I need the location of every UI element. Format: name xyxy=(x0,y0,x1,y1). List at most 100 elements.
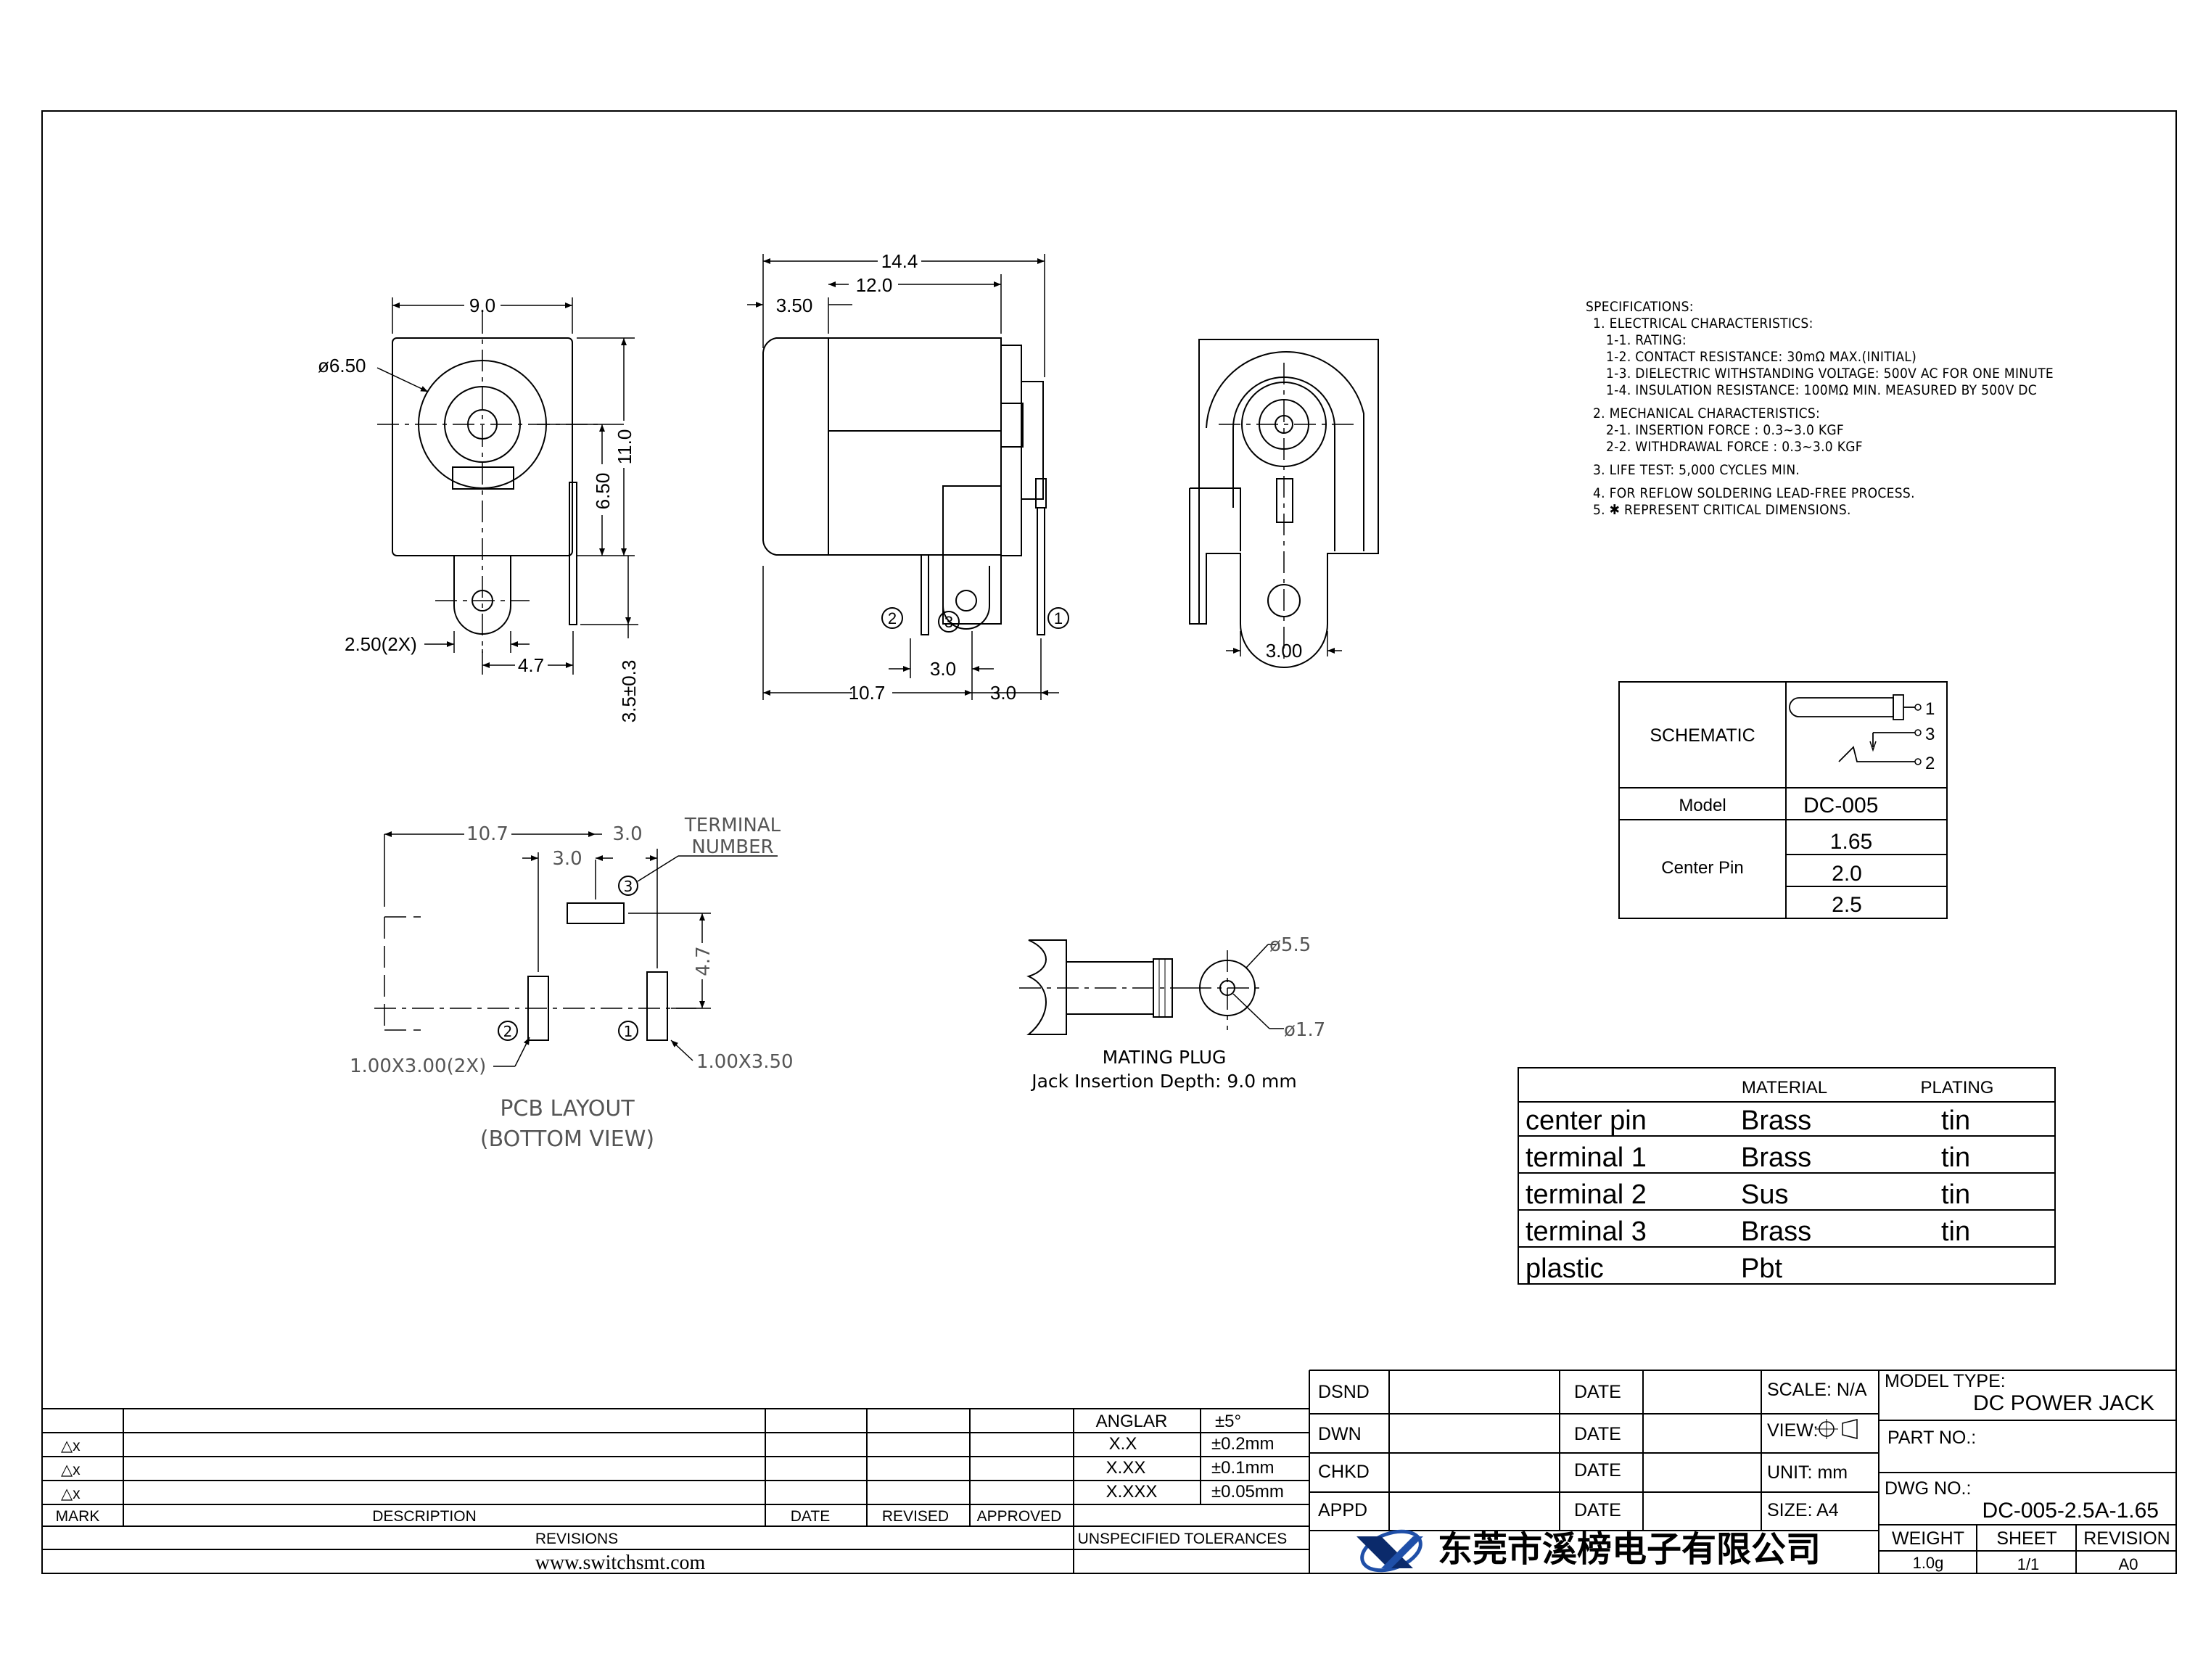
pcb-title-2: (BOTTOM VIEW) xyxy=(480,1127,654,1152)
front-dim-pin-spacing: 4.7 xyxy=(518,654,544,676)
side-terminal-2: 2 xyxy=(888,609,897,627)
scale-label: SCALE: N/A xyxy=(1767,1380,1867,1400)
weight-label: WEIGHT xyxy=(1892,1528,1964,1549)
revision-mark: △x xyxy=(61,1486,81,1502)
side-dim-total: 14.4 xyxy=(881,250,918,272)
schematic-pin-1: 1 xyxy=(1925,699,1935,719)
model-type-value: DC POWER JACK xyxy=(1973,1391,2154,1415)
front-dim-width: 9.0 xyxy=(469,295,495,316)
mating-plug-subtitle: Jack Insertion Depth: 9.0 mm xyxy=(1030,1071,1297,1092)
schematic-table xyxy=(1618,681,1948,919)
spec-electrical: 1. ELECTRICAL CHARACTERISTICS: xyxy=(1593,316,1813,332)
materials-part: terminal 3 xyxy=(1526,1216,1647,1247)
materials-header-material: MATERIAL xyxy=(1742,1078,1827,1098)
appd-label: APPD xyxy=(1318,1500,1367,1520)
schematic-pin-2: 2 xyxy=(1925,754,1935,773)
pcb-terminal-label-1: TERMINAL xyxy=(684,815,781,836)
part-no-label: PART NO.: xyxy=(1887,1428,1976,1448)
spec-critical: 5. ✱ REPRESENT CRITICAL DIMENSIONS. xyxy=(1593,502,1851,518)
date-label: DATE xyxy=(1574,1382,1621,1402)
revision-label: REVISION xyxy=(2083,1528,2170,1549)
center-pin-value: 2.5 xyxy=(1832,893,1862,917)
col-revised: REVISED xyxy=(882,1508,949,1525)
front-dim-height: 11.0 xyxy=(614,429,635,465)
tol-anglar: ANGLAR xyxy=(1096,1412,1168,1431)
pcb-terminal-label-2: NUMBER xyxy=(691,836,773,858)
col-date: DATE xyxy=(791,1508,830,1525)
chkd-label: CHKD xyxy=(1318,1462,1370,1482)
materials-material: Brass xyxy=(1741,1216,1811,1247)
spec-reflow: 4. FOR REFLOW SOLDERING LEAD-FREE PROCES… xyxy=(1593,485,1915,501)
dwn-label: DWN xyxy=(1318,1424,1362,1444)
side-dim-bottom-b: 3.0 xyxy=(990,682,1016,704)
pcb-pad-1: 1.00X3.50 xyxy=(696,1051,794,1073)
side-dim-pin-pitch: 3.0 xyxy=(930,658,956,680)
front-dim-diameter: ø6.50 xyxy=(318,355,366,376)
tol-xxxx: X.XXX xyxy=(1106,1482,1158,1502)
materials-table xyxy=(1518,1067,2056,1285)
tol-xxx: X.XX xyxy=(1106,1458,1146,1478)
materials-part: plastic xyxy=(1526,1253,1604,1284)
materials-header-plating: PLATING xyxy=(1921,1078,1994,1098)
view-label: VIEW: xyxy=(1767,1420,1818,1441)
tol-xx-value: ±0.2mm xyxy=(1211,1434,1275,1454)
pcb-layout xyxy=(374,831,778,1067)
materials-part: terminal 2 xyxy=(1526,1179,1647,1210)
mating-plug-drawing xyxy=(1019,939,1284,1035)
materials-plating: tin xyxy=(1941,1216,1970,1247)
model-label: Model xyxy=(1679,796,1726,815)
company-name: 东莞市溪榜电子有限公司 xyxy=(1438,1529,1821,1570)
pcb-dim-height: 4.7 xyxy=(693,946,715,976)
schematic-label: SCHEMATIC xyxy=(1650,725,1755,746)
col-approved: APPROVED xyxy=(977,1508,1062,1525)
center-pin-value: 2.0 xyxy=(1832,862,1862,886)
spec-life-test: 3. LIFE TEST: 5,000 CYCLES MIN. xyxy=(1593,462,1800,478)
size-label: SIZE: A4 xyxy=(1767,1500,1839,1520)
materials-plating: tin xyxy=(1941,1105,1970,1136)
drawing-frame xyxy=(41,110,2177,1574)
title-block xyxy=(42,1370,2176,1573)
plug-dim-outer: ø5.5 xyxy=(1269,934,1311,956)
spec-rating: 1-1. RATING: xyxy=(1606,332,1687,348)
rear-view xyxy=(1189,339,1379,668)
schematic-pin-3: 3 xyxy=(1925,725,1935,744)
tol-xxxx-value: ±0.05mm xyxy=(1211,1482,1284,1502)
pcb-dim-b: 3.0 xyxy=(612,823,642,845)
plug-dim-inner: ø1.7 xyxy=(1284,1019,1325,1041)
specifications: SPECIFICATIONS: 1. ELECTRICAL CHARACTERI… xyxy=(1586,299,2093,519)
tol-xxx-value: ±0.1mm xyxy=(1211,1458,1275,1478)
company-logo-icon xyxy=(1356,1529,1423,1573)
side-dim-bottom-a: 10.7 xyxy=(849,682,886,704)
model-type-label: MODEL TYPE: xyxy=(1885,1371,2006,1391)
materials-material: Brass xyxy=(1741,1142,1811,1173)
materials-plating: tin xyxy=(1941,1179,1970,1210)
spec-insertion-force: 2-1. INSERTION FORCE : 0.3~3.0 KGF xyxy=(1606,422,1845,438)
side-terminal-3: 3 xyxy=(944,613,953,631)
spec-contact-resistance: 1-2. CONTACT RESISTANCE: 30mΩ MAX.(INITI… xyxy=(1606,349,1917,365)
revisions-label: REVISIONS xyxy=(535,1531,618,1547)
website: www.switchsmt.com xyxy=(535,1552,706,1574)
center-pin-label: Center Pin xyxy=(1661,858,1743,878)
date-label: DATE xyxy=(1574,1500,1621,1520)
front-view xyxy=(376,297,638,675)
center-pin-value: 1.65 xyxy=(1830,830,1872,854)
materials-material: Brass xyxy=(1741,1105,1811,1136)
revision-value: A0 xyxy=(2119,1555,2138,1573)
pcb-terminal-2: 2 xyxy=(503,1023,513,1040)
rear-dim-pin: 3.00 xyxy=(1266,640,1303,662)
unit-label: UNIT: mm xyxy=(1767,1462,1848,1483)
materials-material: Pbt xyxy=(1741,1253,1782,1284)
spec-title: SPECIFICATIONS: xyxy=(1586,299,1694,315)
front-dim-pin-length: 3.5±0.3 xyxy=(618,660,640,723)
pcb-terminal-3: 3 xyxy=(624,878,633,895)
dwg-no-label: DWG NO.: xyxy=(1885,1478,1971,1499)
pcb-pad-2x: 1.00X3.00(2X) xyxy=(350,1055,486,1077)
pcb-dim-c: 3.0 xyxy=(552,848,582,870)
sheet-value: 1/1 xyxy=(2017,1555,2040,1573)
spec-withdrawal-force: 2-2. WITHDRAWAL FORCE : 0.3~3.0 KGF xyxy=(1606,439,1863,455)
side-dim-body: 12.0 xyxy=(856,274,893,296)
spec-dielectric: 1-3. DIELECTRIC WITHSTANDING VOLTAGE: 50… xyxy=(1606,366,2054,382)
materials-material: Sus xyxy=(1741,1179,1788,1210)
pcb-terminal-1: 1 xyxy=(624,1023,633,1040)
